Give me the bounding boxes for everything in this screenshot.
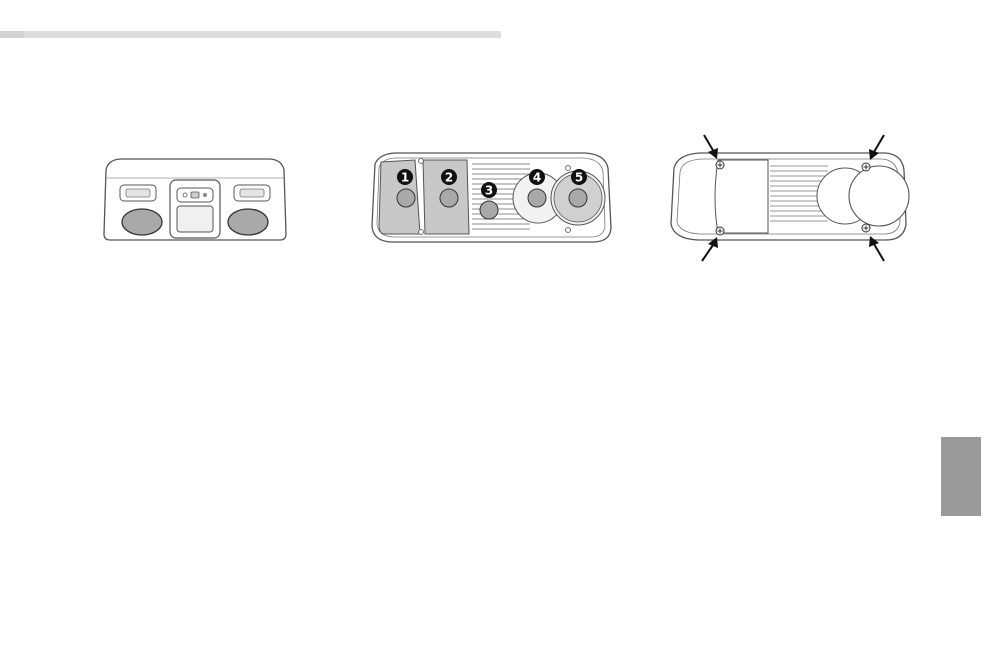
svg-text:3: 3: [485, 184, 493, 198]
chapter-side-tab: [941, 437, 981, 516]
control-1-button: [396, 188, 416, 208]
arrow-top-right-icon: [869, 134, 885, 160]
screw-bottom-left: [715, 226, 725, 236]
control-4-button: [527, 188, 547, 208]
console-controls-illustration: 1 2 3 4 5: [371, 152, 612, 243]
header-rule-stub: [0, 31, 24, 38]
screw-top-left: [715, 160, 725, 170]
callout-5-badge: 5: [571, 169, 587, 185]
console-screws-illustration: [670, 134, 910, 262]
screw-bottom-right: [861, 223, 871, 233]
svg-text:5: 5: [575, 171, 583, 185]
arrow-top-left-icon: [703, 134, 718, 159]
svg-text:2: 2: [445, 171, 453, 185]
svg-text:1: 1: [401, 171, 409, 185]
callout-4-badge: 4: [529, 169, 545, 185]
arrow-bottom-left-icon: [701, 237, 718, 262]
control-3-button: [479, 200, 499, 220]
callout-1-badge: 1: [397, 169, 413, 185]
callout-2-badge: 2: [441, 169, 457, 185]
control-5-button: [568, 188, 588, 208]
screw-top-right: [861, 162, 871, 172]
svg-text:4: 4: [533, 171, 541, 185]
callout-3-badge: 3: [481, 182, 497, 198]
arrow-bottom-right-icon: [869, 236, 885, 262]
console-front-illustration: [103, 158, 287, 241]
header-rule: [0, 31, 501, 38]
control-2-button: [439, 188, 459, 208]
